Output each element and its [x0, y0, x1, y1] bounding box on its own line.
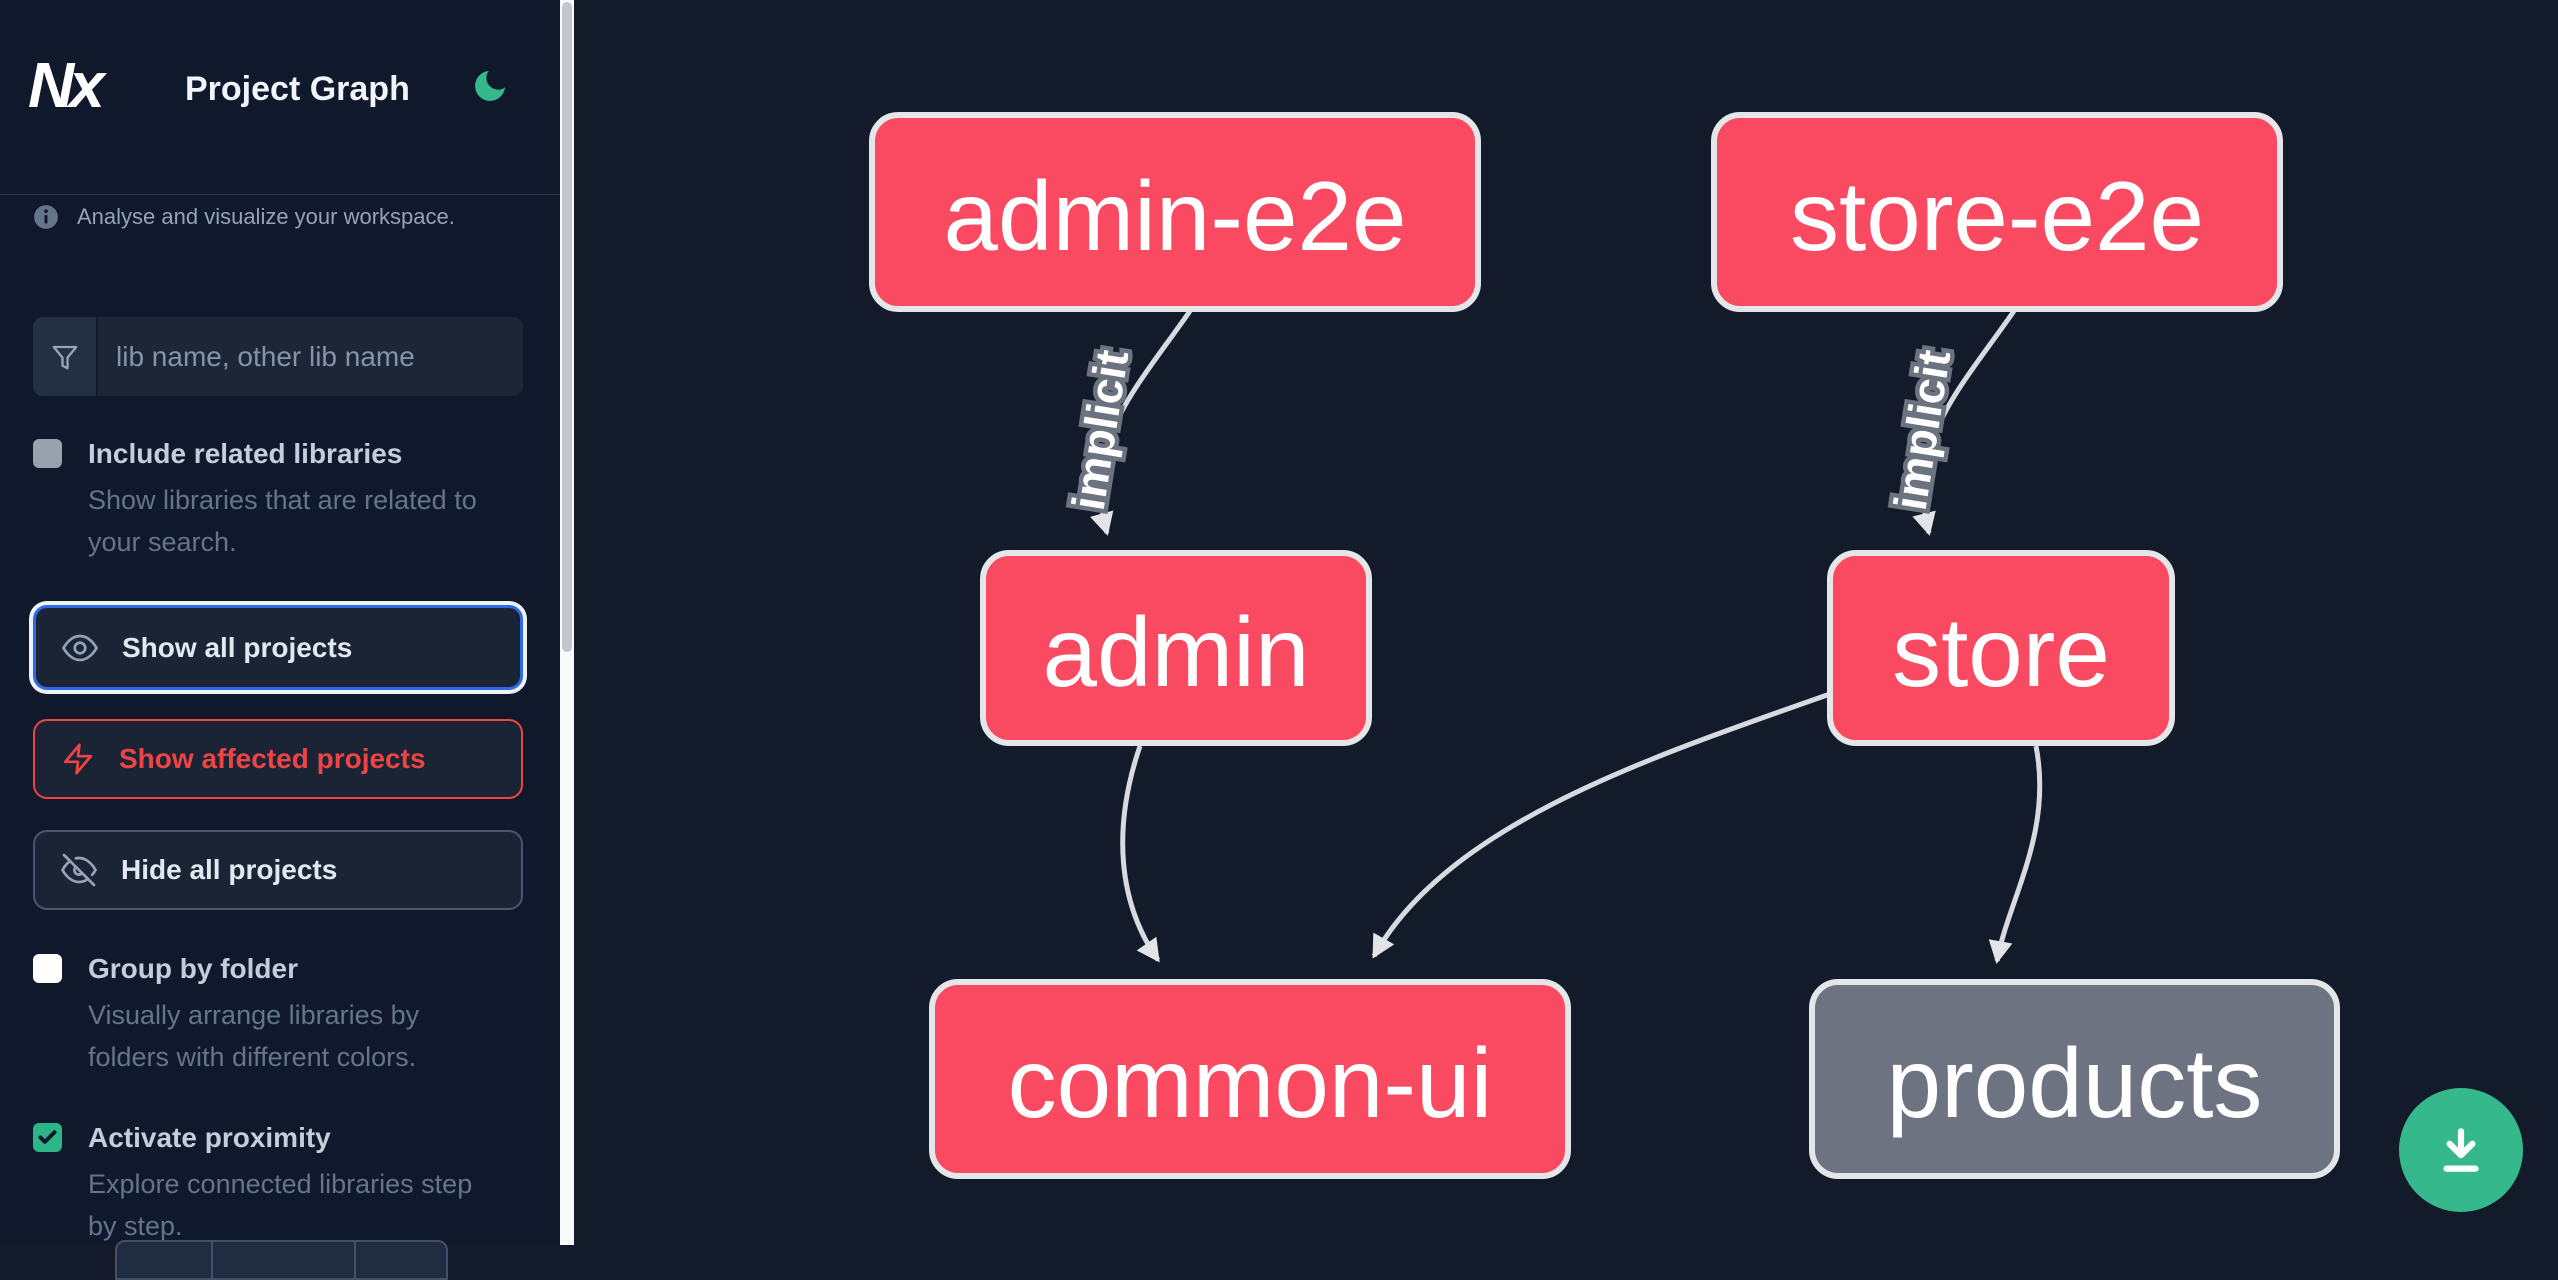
graph-node-store[interactable]: store: [1827, 550, 2175, 746]
include-related-label: Include related libraries: [88, 438, 403, 469]
page-title: Project Graph: [185, 70, 410, 108]
proximity-stepper-segment-2[interactable]: [211, 1242, 354, 1278]
graph-node-products[interactable]: products: [1809, 979, 2340, 1179]
sidebar-scrollbar-thumb[interactable]: [562, 2, 572, 652]
nodes-layer: admin-e2e store-e2e admin store common-ui pro…: [869, 112, 2340, 1179]
graph-node-label-common-ui: common-ui: [1008, 1028, 1493, 1138]
edge-store-to-common-ui: [1371, 691, 1831, 959]
bolt-icon: [63, 743, 93, 775]
workspace-tagline-row: Analyse and visualize your workspace.: [33, 204, 455, 230]
proximity-stepper-control: [115, 1240, 448, 1280]
graph-node-label-products: products: [1887, 1028, 2263, 1138]
group-by-folder-description: Visually arrange libraries by folders wi…: [88, 999, 420, 1073]
group-by-folder-checkbox[interactable]: [33, 954, 62, 983]
include-related-checkbox[interactable]: [33, 439, 62, 468]
eye-off-icon: [61, 853, 97, 887]
graph-node-admin[interactable]: admin: [980, 550, 1372, 746]
graph-node-label-store-e2e: store-e2e: [1790, 161, 2204, 271]
graph-node-label-admin-e2e: admin-e2e: [943, 161, 1406, 271]
graph-node-common-ui[interactable]: common-ui: [929, 979, 1571, 1179]
nx-logo: Nx: [28, 49, 105, 121]
proximity-stepper-segment-3[interactable]: [354, 1242, 448, 1278]
edge-admin-to-common-ui: [1120, 745, 1161, 963]
show-affected-projects-label: Show affected projects: [119, 743, 426, 774]
activate-proximity-description: Explore connected libraries step by step…: [88, 1168, 473, 1242]
header-divider: [0, 194, 560, 195]
group-by-folder-label: Group by folder: [88, 953, 298, 984]
eye-icon: [62, 634, 98, 661]
hide-all-projects-button[interactable]: Hide all projects: [33, 830, 523, 910]
show-all-projects-button[interactable]: Show all projects: [33, 605, 523, 690]
edge-label-admin-e2e-to-admin: implicit: [1062, 346, 1139, 513]
activate-proximity-checkbox[interactable]: [33, 1123, 62, 1152]
edge-label-store-e2e-to-store: implicit: [1884, 346, 1961, 513]
graph-node-admin-e2e[interactable]: admin-e2e: [869, 112, 1481, 312]
edge-admin-e2e-to-admin: [1090, 309, 1193, 536]
edge-store-to-products: [1988, 745, 2043, 964]
show-affected-projects-button[interactable]: Show affected projects: [33, 719, 523, 799]
funnel-filter-icon: [33, 317, 98, 396]
tagline-text: Analyse and visualize your workspace.: [77, 204, 455, 229]
sidebar-scrollbar-track[interactable]: [560, 0, 574, 1245]
option-include-related: Include related libraries Show libraries…: [33, 437, 498, 564]
proximity-stepper-segment-1[interactable]: [117, 1242, 211, 1278]
checkbox-check-icon: [38, 1130, 57, 1144]
search-box: [33, 317, 523, 396]
info-icon: [34, 205, 58, 229]
edge-store-e2e-to-store: [1912, 309, 2017, 536]
hide-all-projects-label: Hide all projects: [121, 854, 338, 885]
sidebar: Nx Project Graph Analyse and visualize y…: [0, 0, 560, 1280]
search-input[interactable]: [98, 317, 523, 396]
theme-toggle-moon-icon[interactable]: [470, 66, 510, 106]
graph-node-label-store: store: [1892, 597, 2110, 707]
download-icon: [2443, 1128, 2479, 1172]
activate-proximity-label: Activate proximity: [88, 1122, 331, 1153]
graph-node-store-e2e[interactable]: store-e2e: [1711, 112, 2283, 312]
sidebar-header: Nx Project Graph: [0, 0, 560, 194]
download-image-button[interactable]: [2399, 1088, 2523, 1212]
graph-node-label-admin: admin: [1043, 597, 1310, 707]
include-related-description: Show libraries that are related to your …: [88, 484, 477, 558]
option-activate-proximity: Activate proximity Explore connected lib…: [33, 1121, 488, 1248]
option-group-by-folder: Group by folder Visually arrange librari…: [33, 952, 428, 1079]
show-all-projects-label: Show all projects: [122, 631, 353, 663]
